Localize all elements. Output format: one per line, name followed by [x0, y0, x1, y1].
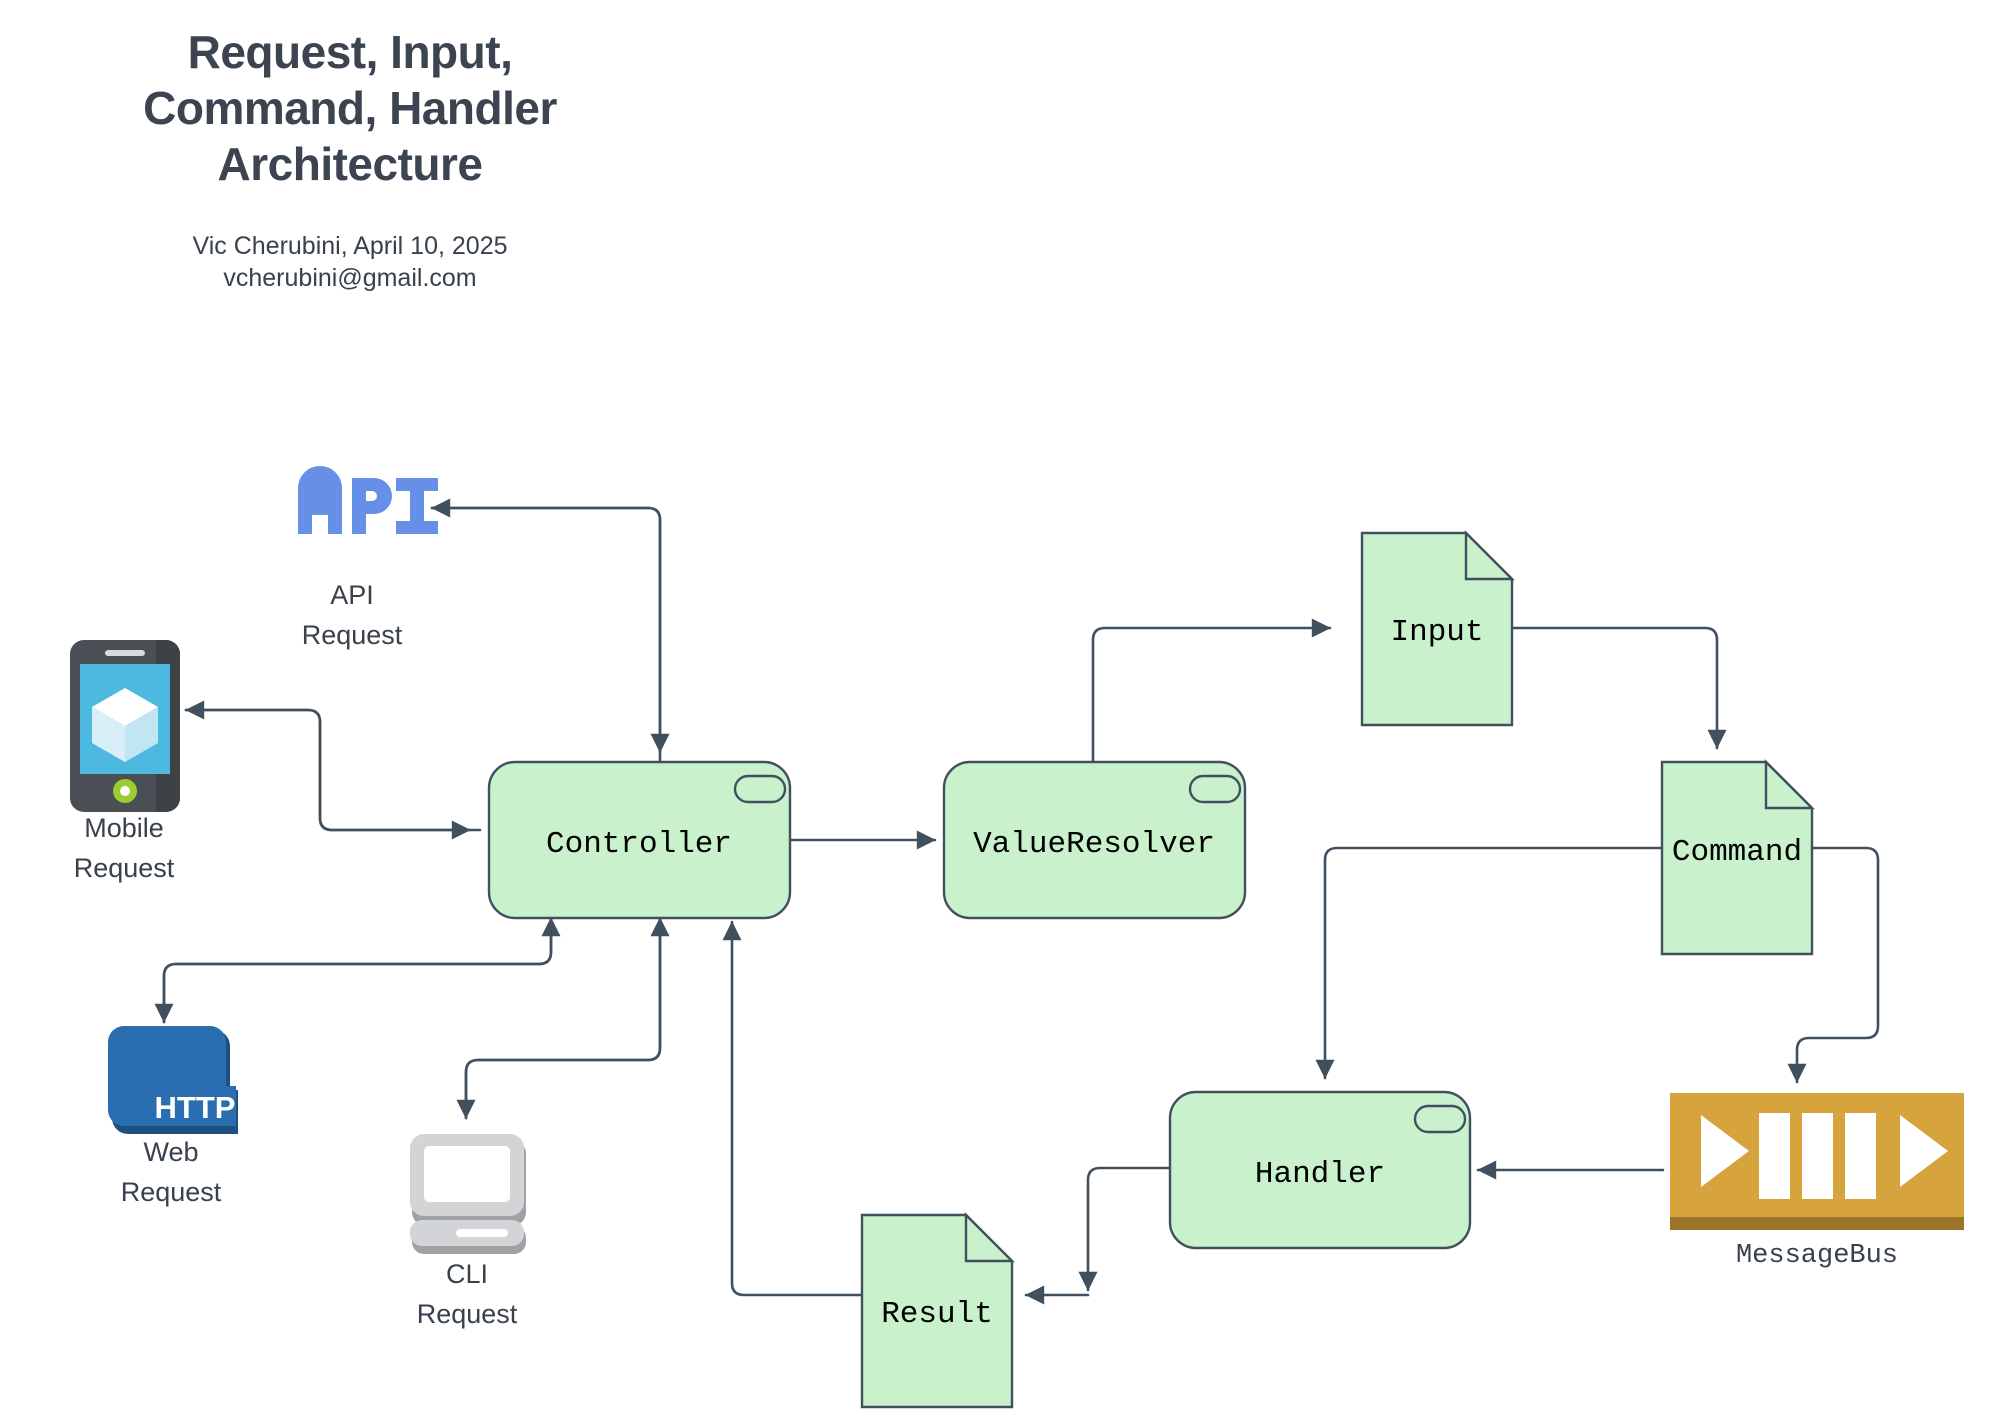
message-bus-icon	[1670, 1093, 1964, 1230]
api-logo-icon	[298, 466, 438, 534]
edge-command-to-messagebus	[1787, 846, 1880, 1084]
cli-label-line-2: Request	[417, 1299, 518, 1329]
mobile-label-line-2: Request	[74, 853, 175, 883]
title-block: Request, Input, Command, Handler Archite…	[70, 10, 630, 294]
edge-controller-to-cli	[456, 908, 662, 1120]
document-fold-icon	[1764, 759, 1815, 810]
component-marker-icon	[1188, 774, 1242, 804]
node-command[interactable]: Command	[1660, 759, 1815, 956]
page-title: Request, Input, Command, Handler Archite…	[70, 10, 630, 192]
document-fold-icon	[1464, 530, 1515, 581]
edge-input-to-command	[1510, 626, 1727, 750]
title-line-3: Architecture	[217, 138, 483, 191]
api-label-line-1: API	[330, 580, 374, 610]
edge-result-to-controller	[722, 920, 864, 1297]
edge-web-to-controller	[162, 916, 561, 1024]
byline: Vic Cherubini, April 10, 2025 vcherubini…	[70, 230, 630, 294]
mobile-label-line-1: Mobile	[84, 813, 164, 843]
node-controller[interactable]: Controller	[487, 760, 792, 920]
web-label-line-1: Web	[143, 1137, 198, 1167]
edge-cli-to-controller	[464, 916, 670, 1120]
node-valueresolver-label: ValueResolver	[973, 827, 1215, 862]
edge-handler-to-result	[1078, 1166, 1172, 1292]
http-web-icon: HTTP	[108, 1026, 238, 1134]
web-label-line-2: Request	[121, 1177, 222, 1207]
cli-label-line-1: CLI	[446, 1259, 488, 1289]
component-marker-icon	[1413, 1104, 1467, 1134]
title-line-1: Request, Input,	[187, 26, 513, 78]
node-command-label: Command	[1672, 835, 1802, 870]
node-result-label: Result	[881, 1297, 993, 1332]
api-label-line-2: Request	[302, 620, 403, 650]
email-line: vcherubini@gmail.com	[223, 264, 477, 293]
cli-request-icon-group[interactable]: CLI Request	[410, 1134, 526, 1329]
edge-valueresolver-to-input	[1091, 618, 1332, 767]
node-controller-label: Controller	[546, 827, 732, 862]
node-handler-label: Handler	[1255, 1157, 1385, 1192]
desktop-computer-icon	[410, 1134, 526, 1254]
mobile-request-icon-group[interactable]: Mobile Request	[70, 640, 180, 883]
edge-layer	[154, 498, 1880, 1305]
edge-api-to-controller	[430, 506, 670, 754]
node-result[interactable]: Result	[860, 1212, 1015, 1409]
http-badge-text: HTTP	[155, 1090, 236, 1125]
mobile-phone-icon	[70, 640, 180, 812]
title-line-2: Command, Handler	[143, 82, 557, 135]
edge-controller-to-api	[430, 498, 662, 762]
web-request-icon-group[interactable]: HTTP Web Request	[108, 1026, 238, 1207]
edge-mobile-to-controller	[184, 708, 472, 840]
node-handler[interactable]: Handler	[1168, 1090, 1472, 1250]
document-fold-icon	[964, 1212, 1015, 1263]
messagebus-label: MessageBus	[1736, 1241, 1898, 1271]
node-input-label: Input	[1390, 615, 1483, 650]
component-marker-icon	[733, 774, 787, 804]
api-request-icon-group[interactable]: API Request	[298, 466, 438, 650]
node-input[interactable]: Input	[1360, 530, 1515, 727]
author-line: Vic Cherubini, April 10, 2025	[192, 232, 508, 261]
messagebus-icon-group[interactable]: MessageBus	[1670, 1093, 1964, 1271]
edge-controller-to-mobile	[184, 700, 482, 832]
edge-command-to-handler	[1315, 846, 1664, 1080]
node-valueresolver[interactable]: ValueResolver	[942, 760, 1247, 920]
edge-controller-to-web	[154, 908, 553, 1024]
